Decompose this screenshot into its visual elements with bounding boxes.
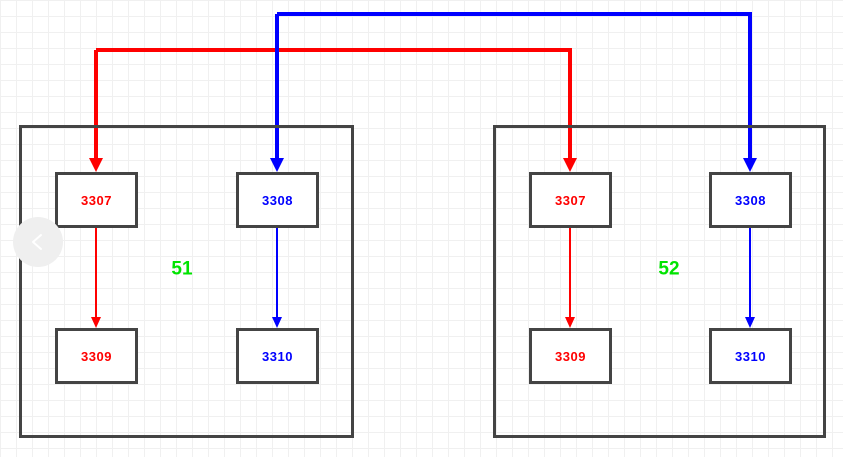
node-label: 3310	[262, 348, 293, 364]
node-box[interactable]: 3307	[529, 172, 612, 228]
node-label: 3307	[555, 192, 586, 208]
node-label: 3308	[262, 192, 293, 208]
group-label: 51	[171, 258, 193, 280]
node-label: 3309	[81, 348, 112, 364]
group-container[interactable]	[493, 125, 826, 438]
collapse-panel-button[interactable]	[13, 217, 63, 267]
group-container[interactable]	[19, 125, 354, 438]
node-label: 3308	[735, 192, 766, 208]
chevron-left-icon	[27, 231, 49, 253]
node-box[interactable]: 3308	[709, 172, 792, 228]
node-box[interactable]: 3310	[709, 328, 792, 384]
node-label: 3307	[81, 192, 112, 208]
node-label: 3310	[735, 348, 766, 364]
node-box[interactable]: 3309	[55, 328, 138, 384]
node-label: 3309	[555, 348, 586, 364]
node-box[interactable]: 3310	[236, 328, 319, 384]
node-box[interactable]: 3309	[529, 328, 612, 384]
node-box[interactable]: 3307	[55, 172, 138, 228]
node-box[interactable]: 3308	[236, 172, 319, 228]
group-label: 52	[658, 258, 680, 280]
